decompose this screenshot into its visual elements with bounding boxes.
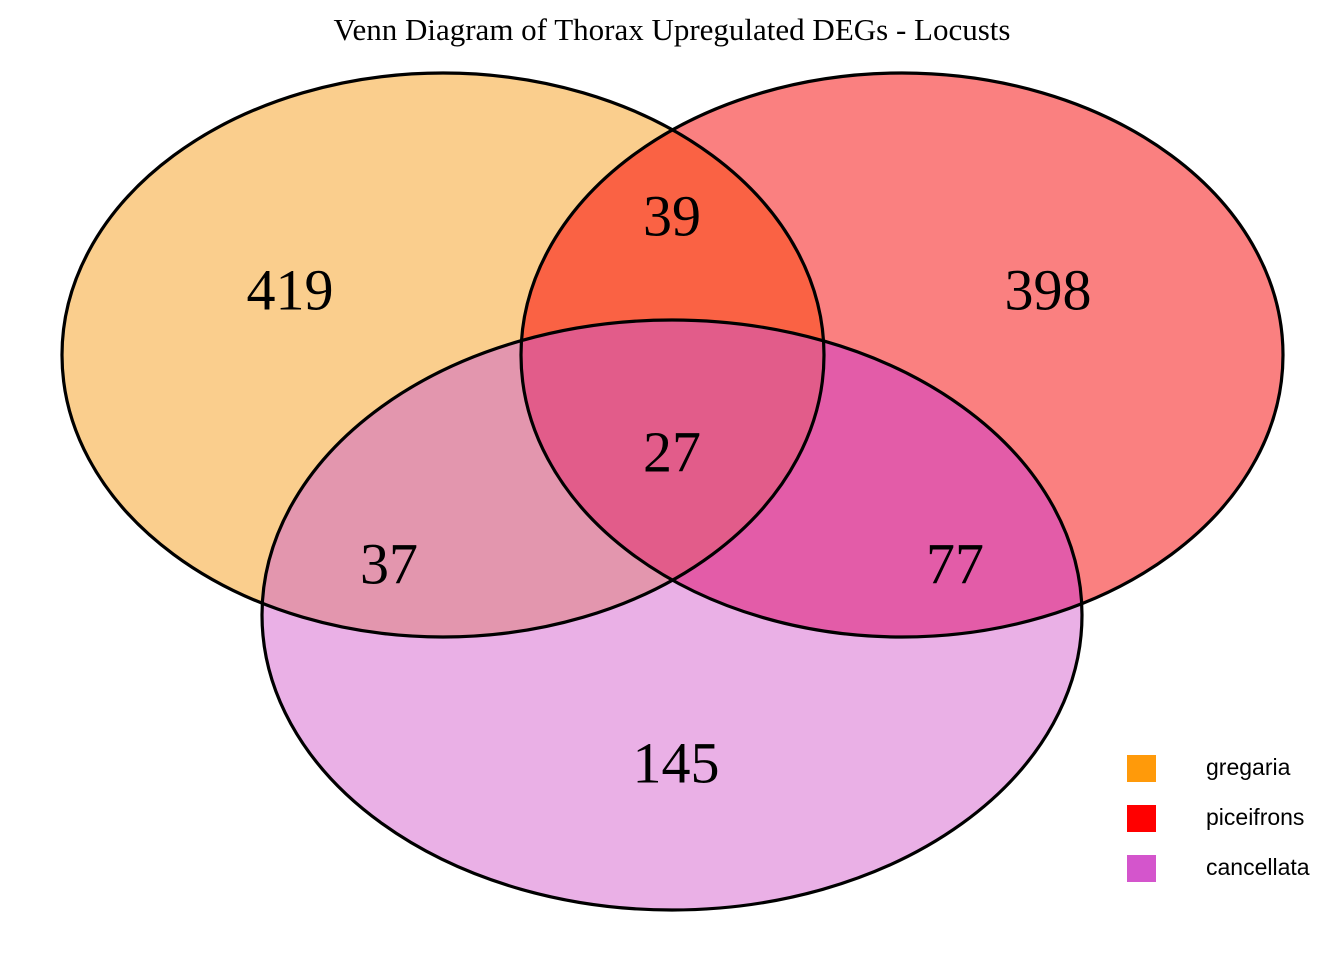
legend-swatch-cancellata — [1127, 855, 1156, 882]
legend-swatch-gregaria — [1127, 755, 1156, 782]
legend-swatch-piceifrons — [1127, 805, 1156, 832]
region-count-all-three: 27 — [643, 419, 701, 484]
region-count-piceifrons-only: 398 — [1005, 257, 1092, 322]
legend-item-piceifrons[interactable]: piceifrons — [1127, 804, 1304, 832]
legend-label-gregaria: gregaria — [1206, 754, 1291, 780]
venn-region-labels: 419 398 39 27 37 77 145 — [247, 183, 1092, 795]
venn-ellipse-outlines — [60, 71, 1285, 912]
ellipse-outline-gregaria[interactable] — [60, 71, 826, 639]
ellipse-outline-cancellata[interactable] — [260, 318, 1084, 912]
venn-region-fills — [62, 73, 1283, 910]
region-count-gregaria-cancellata: 37 — [360, 531, 418, 596]
ellipse-outline-piceifrons[interactable] — [519, 71, 1285, 639]
legend: gregaria piceifrons cancellata — [1127, 754, 1310, 882]
region-count-gregaria-piceifrons: 39 — [643, 183, 701, 248]
region-count-cancellata-only: 145 — [633, 730, 720, 795]
legend-item-gregaria[interactable]: gregaria — [1127, 754, 1291, 782]
legend-label-cancellata: cancellata — [1206, 854, 1310, 880]
region-count-gregaria-only: 419 — [247, 257, 334, 322]
region-count-piceifrons-cancellata: 77 — [926, 531, 984, 596]
legend-label-piceifrons: piceifrons — [1206, 804, 1304, 830]
page-title: Venn Diagram of Thorax Upregulated DEGs … — [334, 12, 1011, 47]
legend-item-cancellata[interactable]: cancellata — [1127, 854, 1310, 882]
